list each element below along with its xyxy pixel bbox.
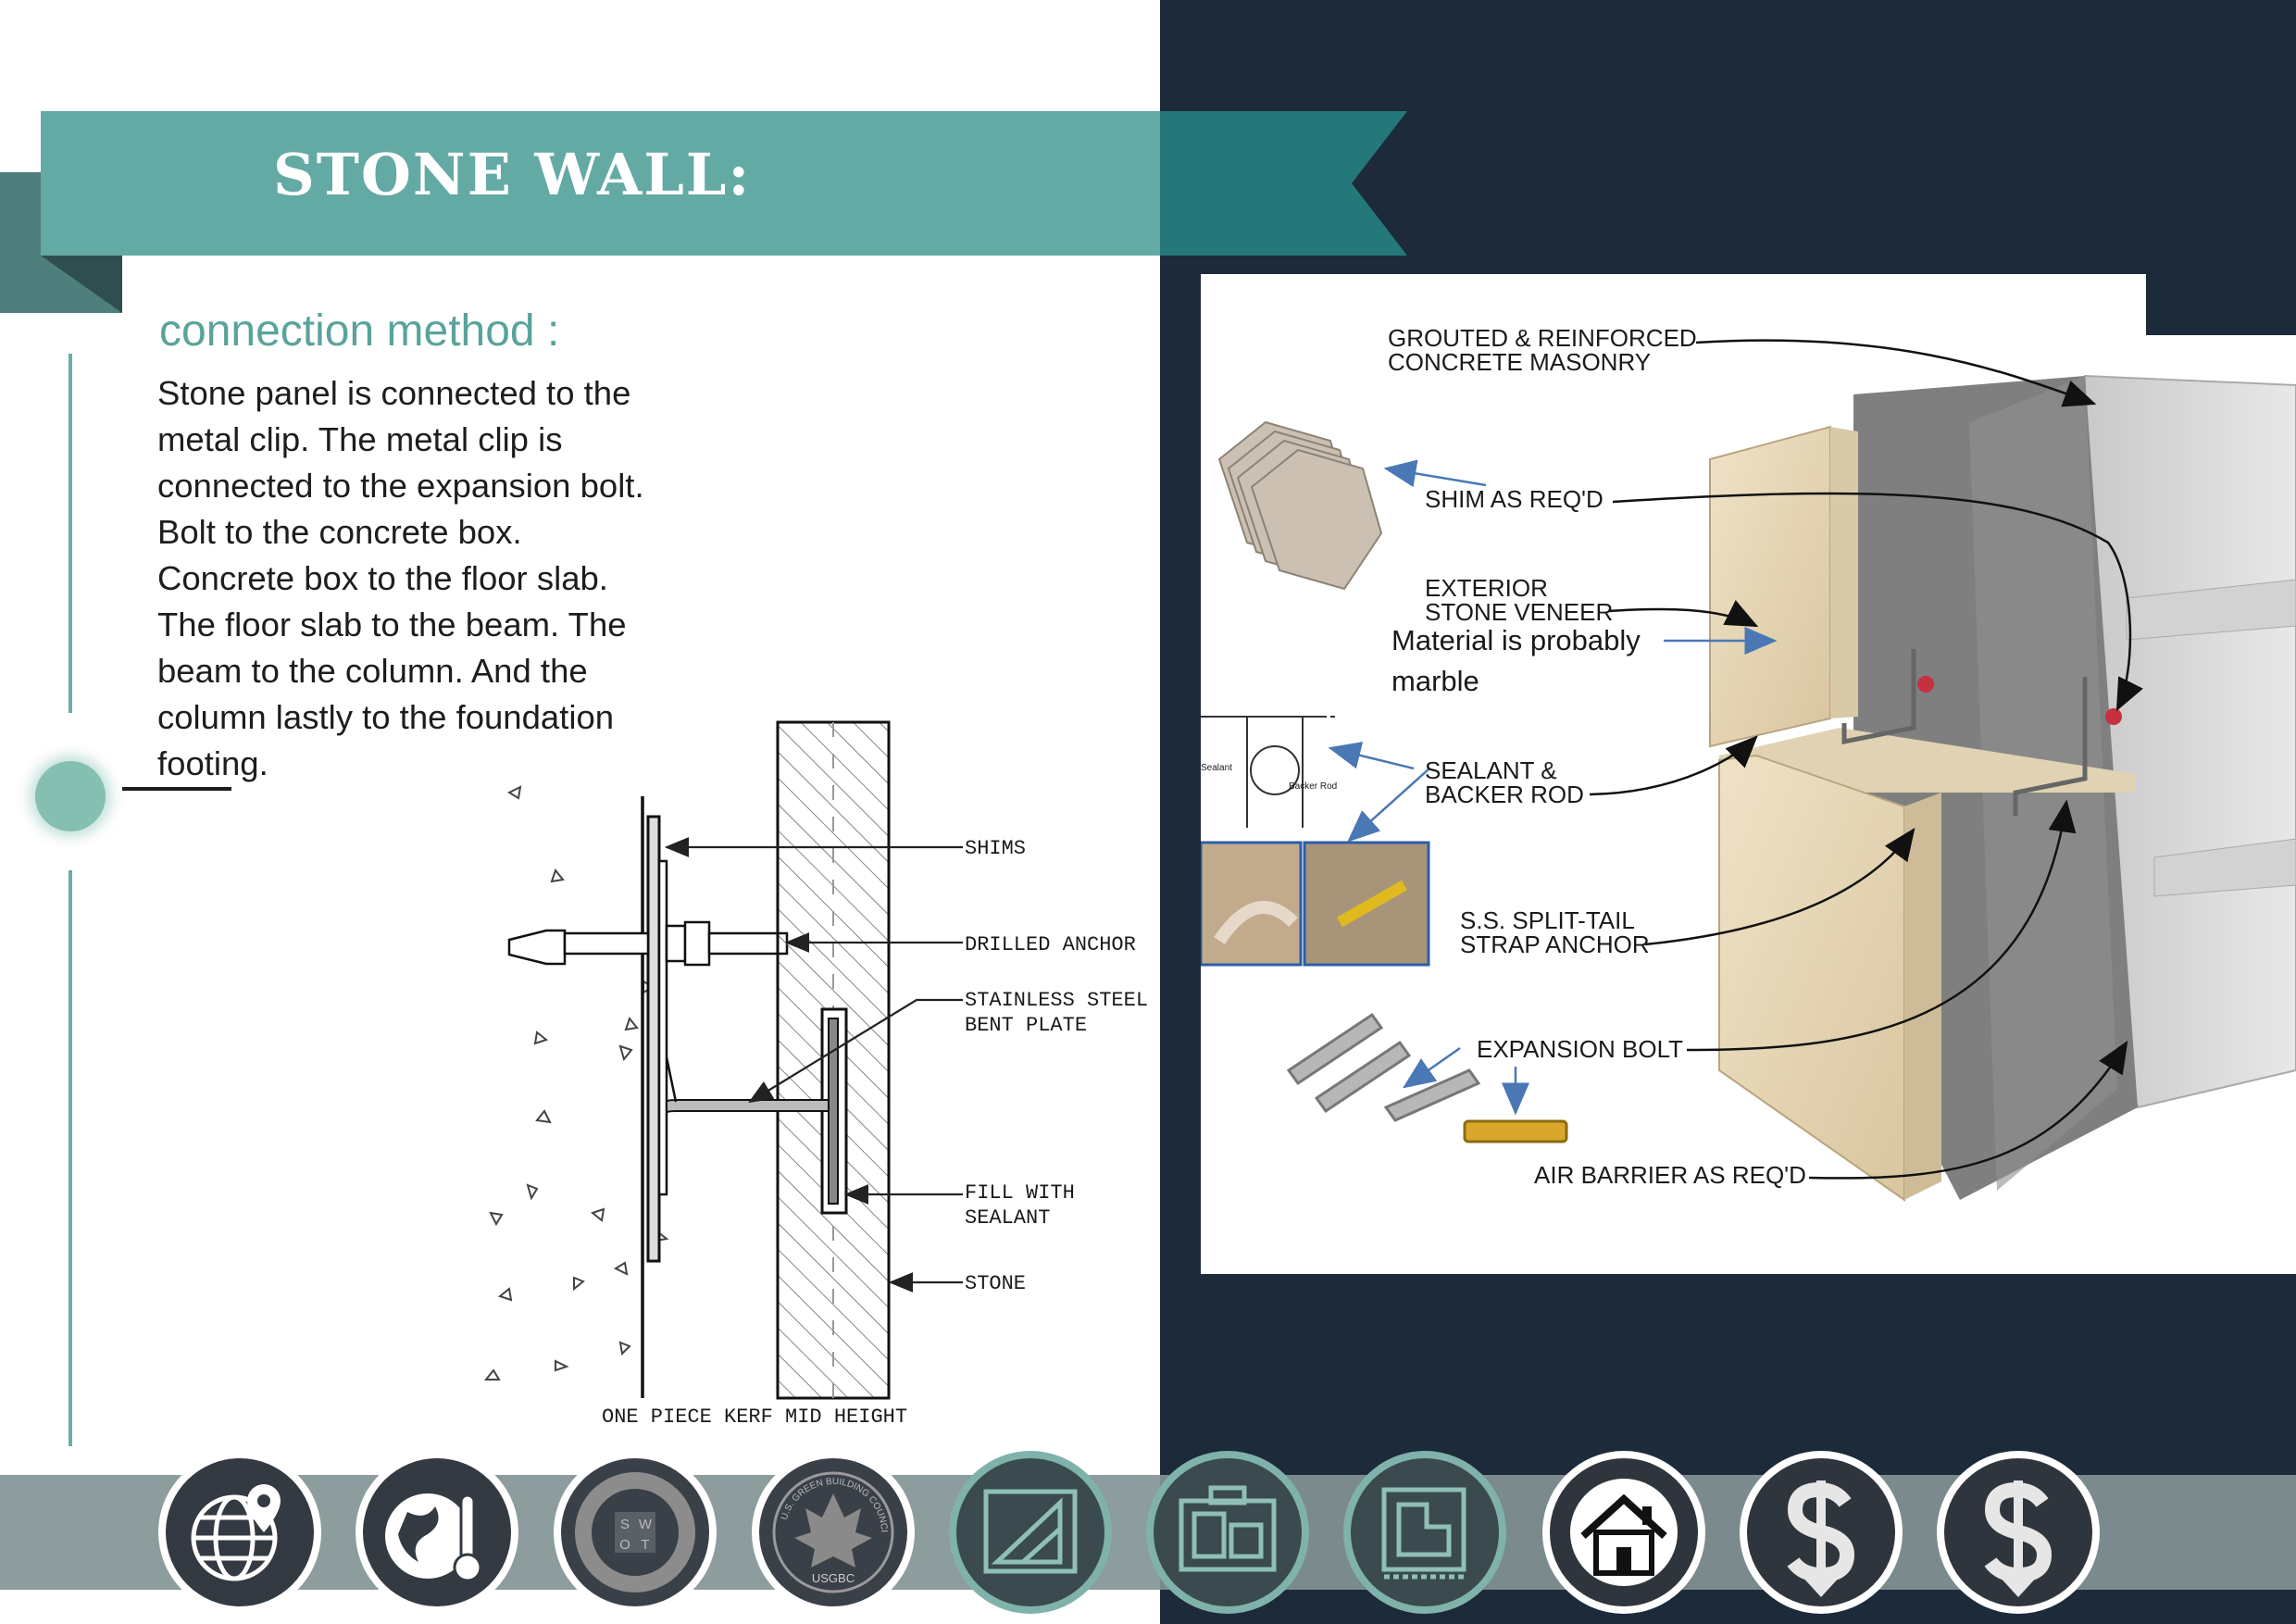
material-note: Material is probably xyxy=(1391,624,1641,656)
globe-location-icon[interactable] xyxy=(155,1447,325,1618)
shim-stack xyxy=(1217,420,1383,591)
concrete-aggregate xyxy=(483,785,669,1380)
label-sealant-small: Sealant xyxy=(1201,763,1232,773)
svg-text:S: S xyxy=(620,1517,630,1532)
label-fill-sealant: SEALANT xyxy=(965,1206,1050,1230)
description-line: Concrete box to the floor slab. xyxy=(157,559,608,597)
stone-veneer-isometric: Backer Rod Sealant GROUTED & REINFORCED … xyxy=(1201,274,2296,1274)
blueprint-layout-icon[interactable] xyxy=(1142,1447,1313,1618)
house-icon[interactable] xyxy=(1539,1447,1709,1618)
label-grouted-masonry: GROUTED & REINFORCED xyxy=(1388,324,1697,352)
side-tab-decoration xyxy=(0,172,122,313)
description-line: Stone panel is connected to the xyxy=(157,374,631,412)
label-strap-anchor: S.S. SPLIT-TAIL xyxy=(1460,906,1635,934)
expansion-bolt-photo xyxy=(1286,1012,1481,1122)
description-line: beam to the column. And the xyxy=(157,652,588,690)
drilled-anchor xyxy=(507,920,789,967)
section-subtitle: connection method : xyxy=(159,306,560,356)
description-line: The floor slab to the beam. The xyxy=(157,606,627,643)
label-fill-sealant: FILL WITH xyxy=(965,1181,1075,1205)
label-expansion-bolt: EXPANSION BOLT xyxy=(1477,1035,1683,1063)
timeline-dot xyxy=(35,761,106,831)
svg-text:O: O xyxy=(619,1537,630,1553)
backer-rod-detail xyxy=(1201,716,1335,828)
label-sealant-backer-rod: BACKER ROD xyxy=(1425,781,1584,808)
drafting-triangle-plan-icon[interactable] xyxy=(945,1447,1116,1618)
description-text: Stone panel is connected to the metal cl… xyxy=(157,370,713,787)
label-stone-veneer: STONE VENEER xyxy=(1425,598,1613,626)
svg-text:T: T xyxy=(641,1537,649,1553)
label-bent-plate: BENT PLATE xyxy=(965,1014,1087,1037)
svg-text:W: W xyxy=(639,1517,653,1532)
description-line: Bolt to the concrete box. xyxy=(157,513,522,551)
timeline-connector xyxy=(122,787,231,791)
dollar-down-icon[interactable] xyxy=(1736,1447,1906,1618)
label-stone-veneer: EXTERIOR xyxy=(1425,574,1548,602)
sleeve-anchor-photo xyxy=(1463,1119,1568,1143)
description-line: footing. xyxy=(157,744,268,782)
material-note: marble xyxy=(1391,665,1479,697)
label-stone: STONE xyxy=(965,1272,1026,1295)
page-title: STONE WALL: xyxy=(273,141,752,208)
timeline-line xyxy=(69,870,72,1446)
label-backer-rod-small: Backer Rod xyxy=(1289,781,1337,792)
kerf-section-detail: SHIMS DRILLED ANCHOR STAINLESS STEEL BEN… xyxy=(483,720,1148,1429)
description-line: column lastly to the foundation xyxy=(157,698,615,736)
split-tail-anchor xyxy=(1841,649,2088,816)
footer-band-right xyxy=(1160,1475,2296,1590)
label-strap-anchor: STRAP ANCHOR xyxy=(1460,931,1650,958)
label-drilled-anchor: DRILLED ANCHOR xyxy=(965,933,1136,956)
timeline-line xyxy=(69,354,72,713)
dollar-down-icon[interactable] xyxy=(1933,1447,2103,1618)
usgbc-logo-icon[interactable]: USGBC U.S. GREEN BUILDING COUNCIL xyxy=(748,1447,918,1618)
svg-text:USGBC: USGBC xyxy=(812,1571,855,1585)
detail-caption: ONE PIECE KERF MID HEIGHT xyxy=(602,1405,907,1429)
label-air-barrier: AIR BARRIER AS REQ'D xyxy=(1534,1161,1806,1189)
label-sealant-backer-rod: SEALANT & xyxy=(1425,756,1557,784)
floor-plan-icon[interactable] xyxy=(1340,1447,1510,1618)
label-bent-plate: STAINLESS STEEL xyxy=(965,989,1148,1012)
label-grouted-masonry: CONCRETE MASONRY xyxy=(1388,348,1651,376)
description-line: metal clip. The metal clip is xyxy=(157,420,563,458)
label-shims: SHIMS xyxy=(965,837,1026,860)
label-shim: SHIM AS REQ'D xyxy=(1425,485,1603,513)
climate-thermometer-icon[interactable] xyxy=(352,1447,522,1618)
description-line: connected to the expansion bolt. xyxy=(157,467,644,505)
